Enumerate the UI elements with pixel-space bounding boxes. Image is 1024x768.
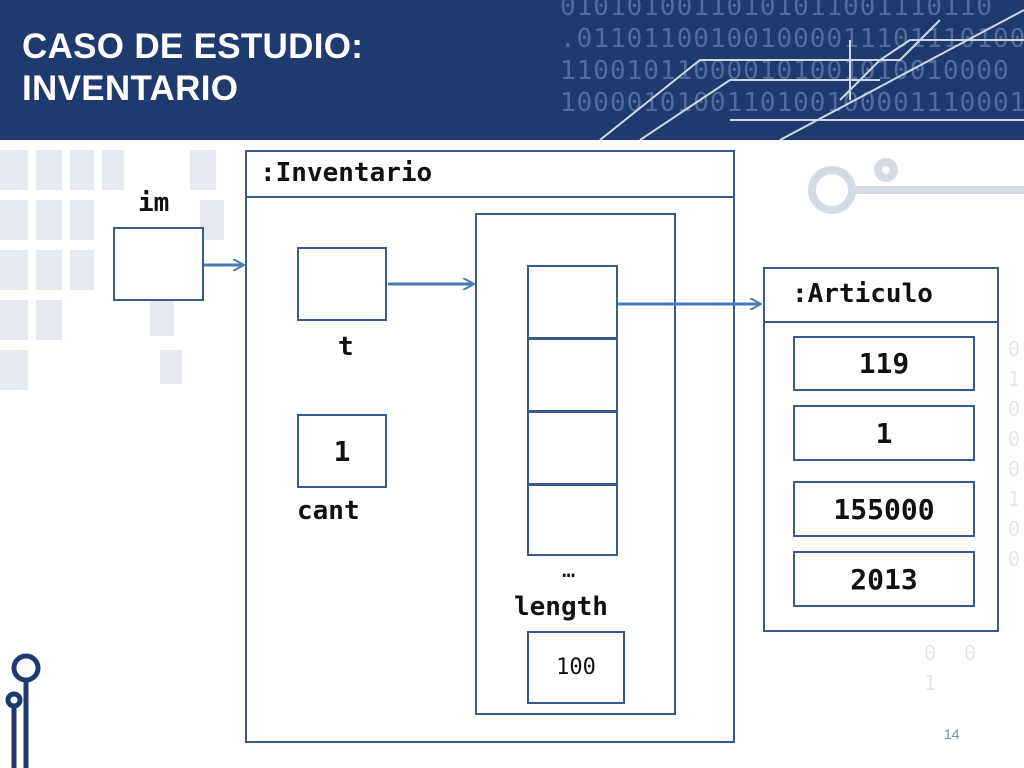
t-label: t — [338, 332, 354, 362]
articulo-field: 2013 — [793, 551, 975, 607]
svg-text:0: 0 — [924, 641, 936, 665]
svg-text:0: 0 — [964, 641, 976, 665]
articulo-divider — [763, 321, 999, 323]
articulo-field: 155000 — [793, 481, 975, 537]
header-binary-decoration: 01010100110101011001110110 — [560, 0, 993, 22]
articulo-field: 119 — [793, 336, 975, 391]
cant-label: cant — [297, 496, 360, 526]
svg-text:1: 1 — [924, 671, 936, 695]
slide-header: 01010100110101011001110110 .011011001001… — [0, 0, 1024, 140]
header-circuit-decoration — [599, 9, 1024, 140]
svg-text:1: 1 — [1008, 487, 1020, 511]
svg-text:0: 0 — [1008, 517, 1020, 541]
array-ellipsis: … — [562, 558, 576, 583]
articulo-field: 1 — [793, 405, 975, 461]
header-binary-decoration: 1000010100110100100001110001 — [560, 88, 1024, 118]
cant-value-box: 1 — [297, 414, 387, 488]
svg-text:0: 0 — [1008, 427, 1020, 451]
page-number: 14 — [944, 726, 960, 742]
svg-text:0: 0 — [1008, 457, 1020, 481]
inventario-label: :Inventario — [260, 158, 433, 188]
svg-text:0: 0 — [1008, 547, 1020, 571]
length-value-box: 100 — [527, 631, 625, 704]
im-reference-box — [113, 227, 204, 301]
svg-text:0: 0 — [1008, 397, 1020, 421]
slide-title: CASO DE ESTUDIO: INVENTARIO — [22, 26, 363, 110]
articulo-label: :Articulo — [792, 279, 933, 309]
length-label: length — [514, 592, 608, 622]
array-cell — [527, 484, 618, 556]
array-cell — [527, 265, 618, 339]
svg-text:1: 1 — [1008, 367, 1020, 391]
array-cell — [527, 411, 618, 485]
slide-title-line2: INVENTARIO — [22, 69, 239, 108]
slide-title-line1: CASO DE ESTUDIO: — [22, 27, 364, 66]
t-reference-box — [297, 247, 387, 321]
inventario-divider — [245, 196, 735, 198]
svg-text:0: 0 — [1008, 337, 1020, 361]
im-label: im — [138, 188, 170, 218]
